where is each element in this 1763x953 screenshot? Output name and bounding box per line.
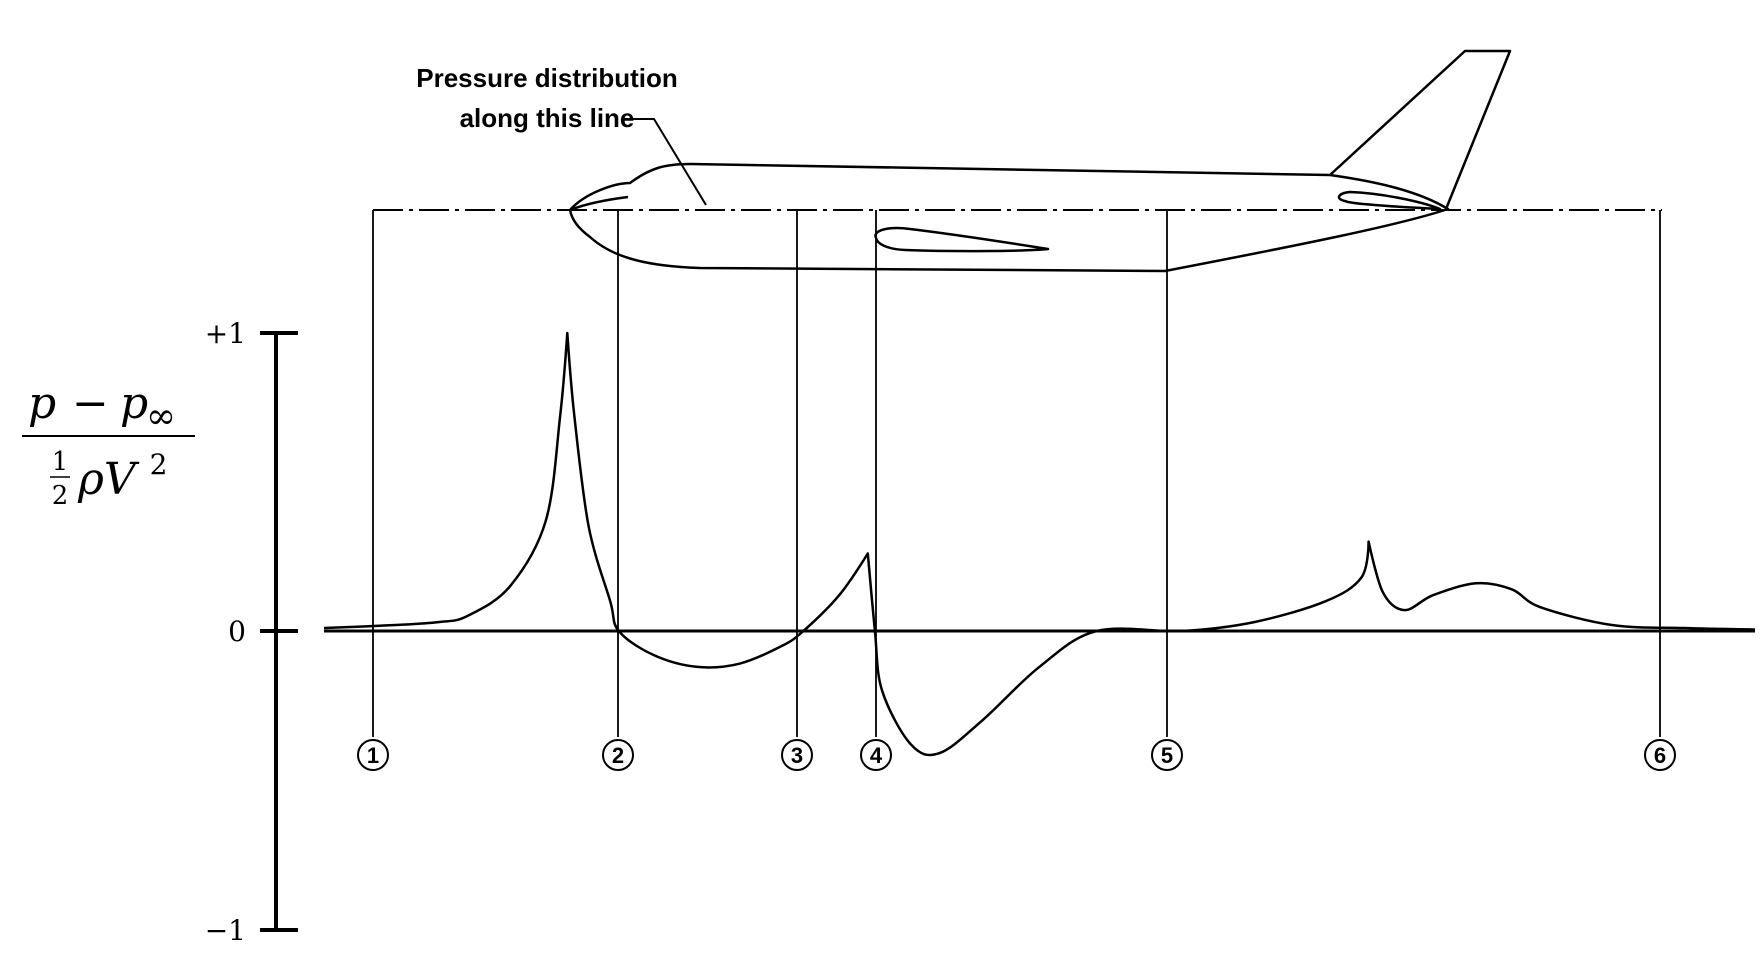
station-marker-2: 2 (602, 739, 634, 771)
y-label-half-num: 1 (52, 447, 69, 477)
station-marker-3: 3 (781, 739, 813, 771)
pressure-distribution-curve (323, 331, 1756, 757)
station-marker-4: 4 (860, 739, 892, 771)
y-tick-label-plus-one: +1 (205, 317, 246, 350)
y-label-inf-subscript: ∞ (146, 396, 176, 437)
station-number: 1 (367, 743, 379, 768)
annotation-line-1: Pressure distribution (416, 63, 678, 93)
y-label-p-inf: p (120, 378, 148, 429)
station-number: 4 (870, 743, 883, 768)
y-label-half-den: 2 (52, 481, 69, 511)
y-label-rho-v: ρV (77, 454, 140, 505)
station-lines (372, 210, 1661, 737)
y-axis (260, 331, 298, 932)
annotation: Pressure distribution along this line (416, 63, 707, 206)
annotation-leader-line (622, 118, 707, 206)
cockpit-line (569, 195, 629, 212)
station-marker-5: 5 (1151, 739, 1183, 771)
y-label-minus: − (72, 378, 109, 429)
station-marker-1: 1 (357, 739, 389, 771)
station-number: 3 (791, 743, 803, 768)
y-label-numerator: p − p ∞ (28, 378, 176, 437)
y-tick-label-zero: 0 (228, 615, 246, 648)
station-number: 6 (1654, 743, 1666, 768)
station-number: 2 (612, 743, 624, 768)
vertical-tail (1329, 49, 1512, 210)
station-marker-6: 6 (1644, 739, 1676, 771)
fuselage-outline (568, 162, 1450, 273)
aircraft-silhouette (568, 49, 1512, 273)
y-label-v-squared: 2 (150, 448, 168, 481)
station-markers: 1 2 3 4 5 6 (357, 739, 1676, 771)
y-axis-label: p − p ∞ 1 2 ρV 2 (22, 378, 195, 511)
station-number: 5 (1161, 743, 1173, 768)
y-label-denominator: ρV 2 (77, 448, 167, 505)
horizontal-stabilizer (1337, 190, 1442, 211)
y-tick-label-minus-one: −1 (205, 914, 246, 947)
annotation-line-2: along this line (460, 103, 635, 133)
wing-outline (874, 226, 1050, 253)
y-label-p: p (28, 378, 56, 429)
